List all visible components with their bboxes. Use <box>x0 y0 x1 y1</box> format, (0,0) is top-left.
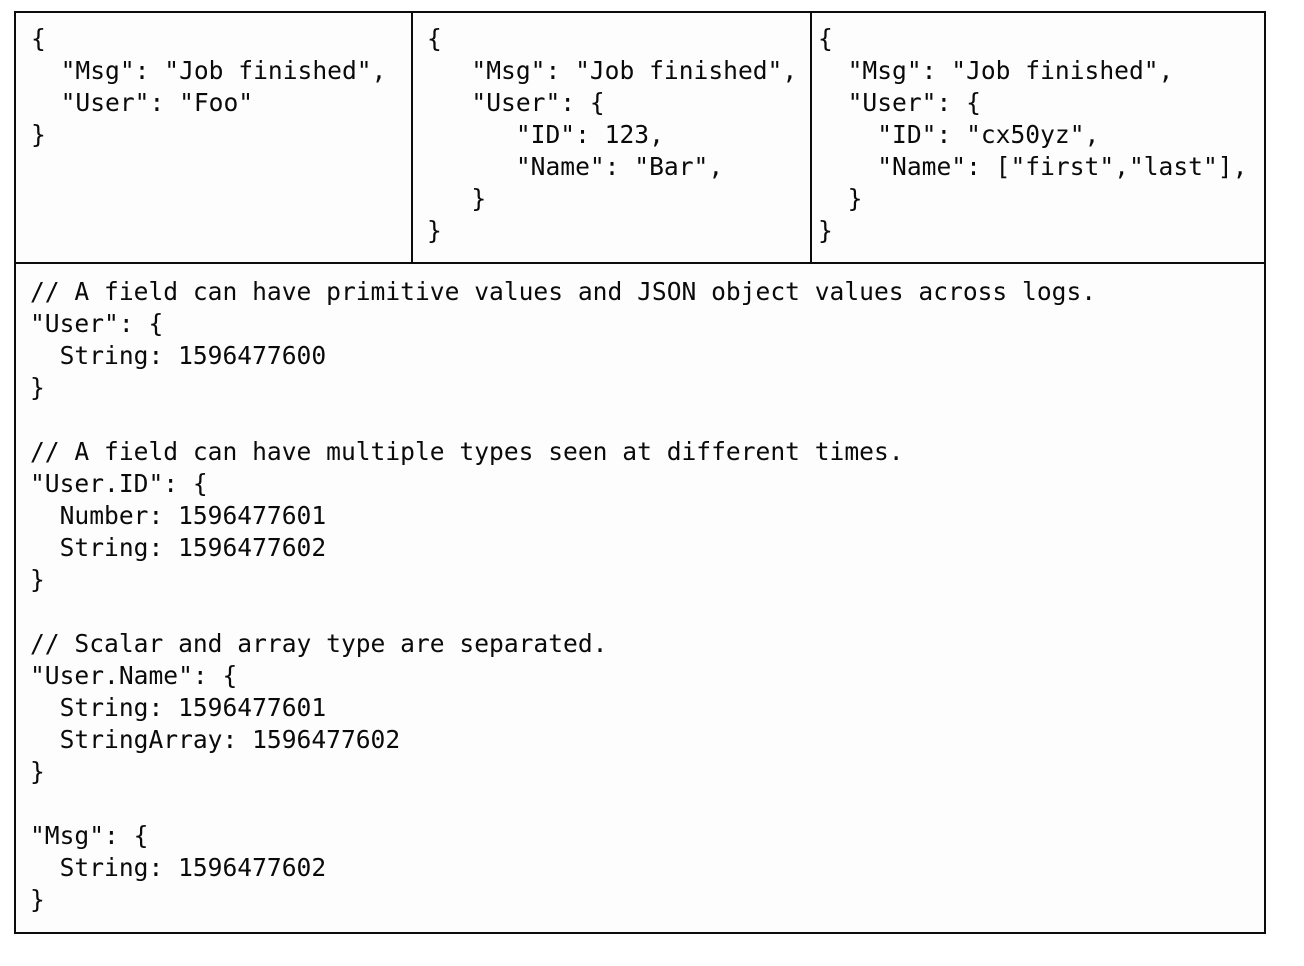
figure-frame: { "Msg": "Job finished", "User": "Foo" }… <box>14 11 1266 934</box>
log-sample-panel-1: { "Msg": "Job finished", "User": "Foo" } <box>16 13 411 262</box>
log-sample-2-code: { "Msg": "Job finished", "User": { "ID":… <box>427 24 798 245</box>
schema-spacer-1 <box>30 404 1264 436</box>
schema-block-user-id: // A field can have multiple types seen … <box>30 437 904 594</box>
schema-spacer-2 <box>30 596 1264 628</box>
schema-section: // A field can have primitive values and… <box>16 264 1264 932</box>
schema-block-user: // A field can have primitive values and… <box>30 277 1097 402</box>
schema-spacer-3 <box>30 788 1264 820</box>
log-sample-3-code: { "Msg": "Job finished", "User": { "ID":… <box>818 24 1248 245</box>
log-samples-row: { "Msg": "Job finished", "User": "Foo" }… <box>16 13 1264 264</box>
log-sample-panel-3: { "Msg": "Job finished", "User": { "ID":… <box>810 13 1264 262</box>
log-sample-panel-2: { "Msg": "Job finished", "User": { "ID":… <box>411 13 810 262</box>
schema-block-user-name: // Scalar and array type are separated. … <box>30 629 608 786</box>
log-sample-1-code: { "Msg": "Job finished", "User": "Foo" } <box>31 24 387 149</box>
schema-block-msg: "Msg": { String: 1596477602 } <box>30 821 327 914</box>
